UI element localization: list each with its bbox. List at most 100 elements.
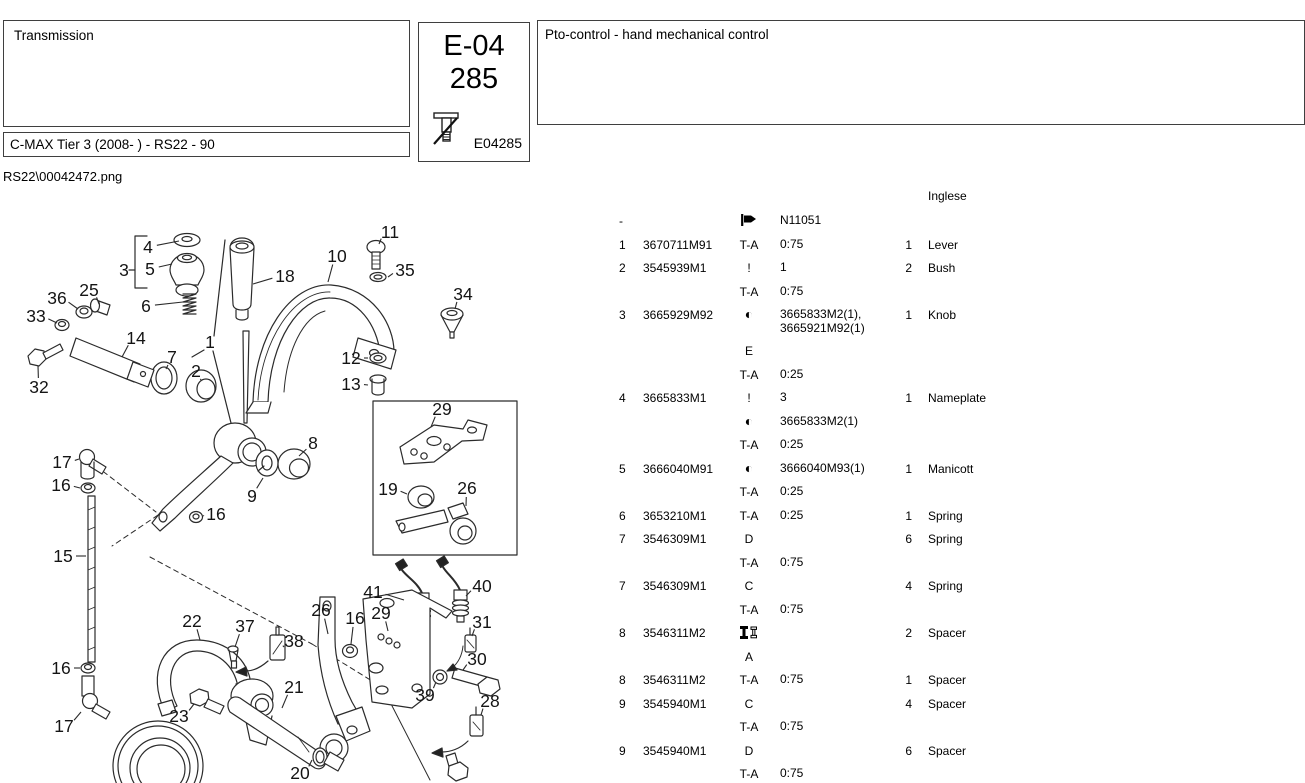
page-code-box: E-04 285 E04285 bbox=[418, 22, 530, 162]
symbol-cell: T-A bbox=[739, 438, 759, 452]
item-number: 1 bbox=[619, 238, 626, 252]
quantity-cell: 1 bbox=[905, 308, 912, 322]
part-label: 6 bbox=[141, 296, 151, 316]
part-label: 16 bbox=[206, 504, 225, 524]
part-label: 1 bbox=[205, 332, 215, 352]
leader-line bbox=[256, 477, 264, 489]
part-number: 3545940M1 bbox=[643, 697, 707, 711]
part-number: 3653210M1 bbox=[643, 509, 707, 523]
leader-line bbox=[327, 264, 334, 283]
part-label: 7 bbox=[167, 347, 177, 367]
symbol-cell: T-A bbox=[739, 238, 759, 252]
part-number: 3545939M1 bbox=[643, 261, 707, 275]
description-cell: Spacer bbox=[928, 626, 967, 640]
section-title-box: Transmission bbox=[3, 20, 410, 127]
part-label: 34 bbox=[453, 284, 473, 304]
leader-line bbox=[252, 277, 273, 285]
part-label: 22 bbox=[182, 611, 201, 631]
part-label: 21 bbox=[284, 677, 303, 697]
part-number: 3545940M1 bbox=[643, 744, 707, 758]
leader-line bbox=[400, 490, 408, 495]
description-cell: Knob bbox=[928, 308, 957, 322]
description-cell: Spring bbox=[928, 532, 963, 546]
leader-line bbox=[465, 590, 472, 597]
page-code-group: E-04 bbox=[443, 30, 505, 62]
leader-line bbox=[308, 759, 313, 767]
part-label: 16 bbox=[345, 608, 364, 628]
symbol-cell: ! bbox=[747, 261, 751, 275]
part-label: 29 bbox=[371, 603, 390, 623]
symbol-cell: T-A bbox=[739, 485, 759, 499]
part-label: 32 bbox=[29, 377, 48, 397]
symbol-cell: A bbox=[744, 650, 753, 664]
description-cell: Spring bbox=[928, 509, 963, 523]
value-cell: 0:75 bbox=[780, 555, 804, 569]
part-label: 18 bbox=[275, 266, 294, 286]
value-cell: 0:75 bbox=[780, 237, 804, 251]
value-cell: 3 bbox=[780, 390, 787, 404]
description-cell: Spring bbox=[928, 579, 963, 593]
value-cell: 0:75 bbox=[780, 284, 804, 298]
part-label: 4 bbox=[143, 237, 153, 257]
part-label: 26 bbox=[311, 600, 330, 620]
part-label: 20 bbox=[290, 763, 310, 783]
leader-line bbox=[385, 621, 389, 632]
value-cell: 0:25 bbox=[780, 484, 804, 498]
value-cell: 0:75 bbox=[780, 719, 804, 733]
leader-line bbox=[199, 378, 202, 381]
part-label: 26 bbox=[457, 478, 476, 498]
item-number: 8 bbox=[619, 673, 626, 687]
quantity-cell: 4 bbox=[905, 579, 912, 593]
page-code-number: 285 bbox=[449, 63, 499, 95]
part-label: 40 bbox=[472, 576, 492, 596]
leader-line bbox=[385, 593, 405, 601]
leader-line bbox=[154, 301, 184, 306]
value-cell: 0:75 bbox=[780, 602, 804, 616]
part-label: 11 bbox=[381, 222, 399, 242]
quantity-cell: 1 bbox=[905, 673, 912, 687]
leader-line bbox=[324, 618, 329, 635]
quantity-cell: 1 bbox=[905, 238, 912, 252]
leader-line bbox=[281, 694, 289, 709]
symbol-cell: E bbox=[744, 344, 753, 358]
symbol-cell: T-A bbox=[739, 285, 759, 299]
symbol-cell: D bbox=[744, 532, 754, 546]
item-number: 5 bbox=[619, 462, 626, 476]
language-column-header: Inglese bbox=[928, 189, 967, 203]
leader-line bbox=[73, 711, 82, 721]
symbol-cell: T-A bbox=[739, 673, 759, 687]
part-label: 12 bbox=[341, 348, 360, 368]
diagram-drawing bbox=[27, 232, 518, 783]
leader-line bbox=[282, 645, 285, 648]
quantity-cell: 1 bbox=[905, 391, 912, 405]
leader-line bbox=[432, 681, 437, 689]
part-label: 31 bbox=[472, 612, 491, 632]
leader-line bbox=[96, 297, 100, 305]
leader-line bbox=[73, 485, 81, 489]
image-file-path: RS22\00042472.png bbox=[3, 169, 123, 184]
part-label: 9 bbox=[247, 486, 257, 506]
value-cell: 0:25 bbox=[780, 508, 804, 522]
symbol-cell: C bbox=[744, 697, 754, 711]
part-label: 16 bbox=[51, 475, 70, 495]
description-box: Pto-control - hand mechanical control bbox=[537, 20, 1305, 125]
part-label: 13 bbox=[341, 374, 360, 394]
part-label: 39 bbox=[415, 685, 434, 705]
parts-diagram: 4356253633321472118101135121334291926891… bbox=[26, 222, 518, 783]
symbol-cell: C bbox=[744, 579, 754, 593]
leader-line bbox=[121, 344, 129, 358]
value-cell: N11051 bbox=[780, 213, 822, 227]
part-label: 14 bbox=[126, 328, 146, 348]
leader-line bbox=[480, 708, 484, 716]
description-cell: Manicott bbox=[928, 462, 974, 476]
value-cell: 3665833M2(1) bbox=[780, 414, 859, 428]
value-cell: 3665833M2(1),3665921M92(1) bbox=[780, 307, 865, 335]
symbol-cell: ! bbox=[747, 391, 751, 405]
part-label: 38 bbox=[284, 631, 303, 651]
part-label: 3 bbox=[119, 260, 129, 280]
quantity-cell: 2 bbox=[905, 261, 912, 275]
quantity-cell: 1 bbox=[905, 462, 912, 476]
page-code-ref: E04285 bbox=[473, 135, 522, 151]
